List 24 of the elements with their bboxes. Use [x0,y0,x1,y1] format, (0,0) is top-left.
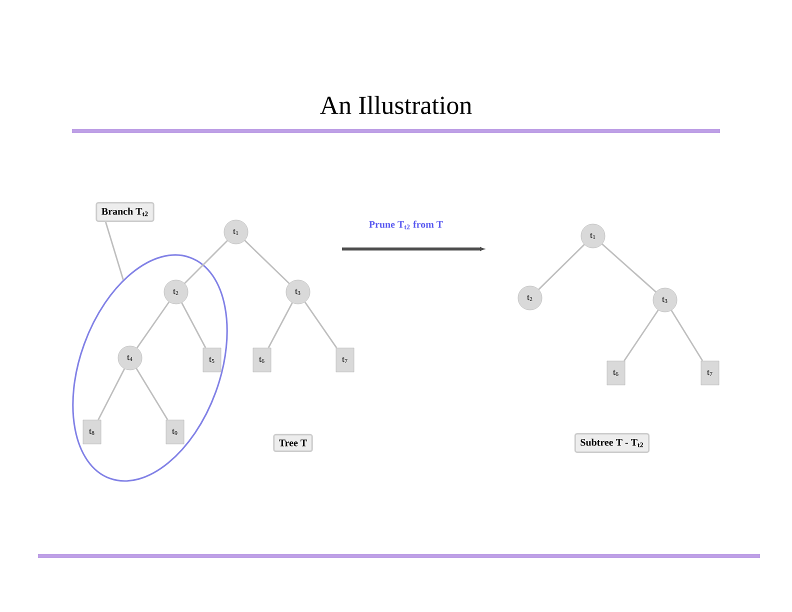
tree-edge [136,302,170,348]
tree-edge [304,302,338,348]
tree-edge [244,240,290,284]
tree-edge [136,368,168,420]
tree-edge [184,240,228,284]
tree-edge [602,244,656,292]
leaf-node-box: t$_{7}$ [336,348,354,372]
leaf-node-box: t$_{6}$ [606,360,626,386]
title: An Illustration [320,96,472,114]
leaf-node-box: t$_{9}$ [166,420,184,444]
tree-edge [268,302,293,348]
tree-edge [538,244,585,290]
label-box: Tree T [273,434,313,452]
leaf-node-box: t$_{8}$ [82,420,102,444]
leaf-node-box: t$_{5}$ [202,348,222,372]
label-box: Branch T$_{t2}$ [96,202,154,222]
leaf-node-box: t$_{7}$ [700,360,720,386]
tree-edge [670,310,704,362]
tree-edge [98,368,126,420]
tree-edge [181,302,206,348]
caption-text: Prune T$_{t2}$ from T [369,220,443,230]
label-box: Subtree T - T$_{t2}$ [574,432,650,453]
leaf-node-box: t$_{6}$ [252,348,272,372]
tree-edge [624,310,659,362]
